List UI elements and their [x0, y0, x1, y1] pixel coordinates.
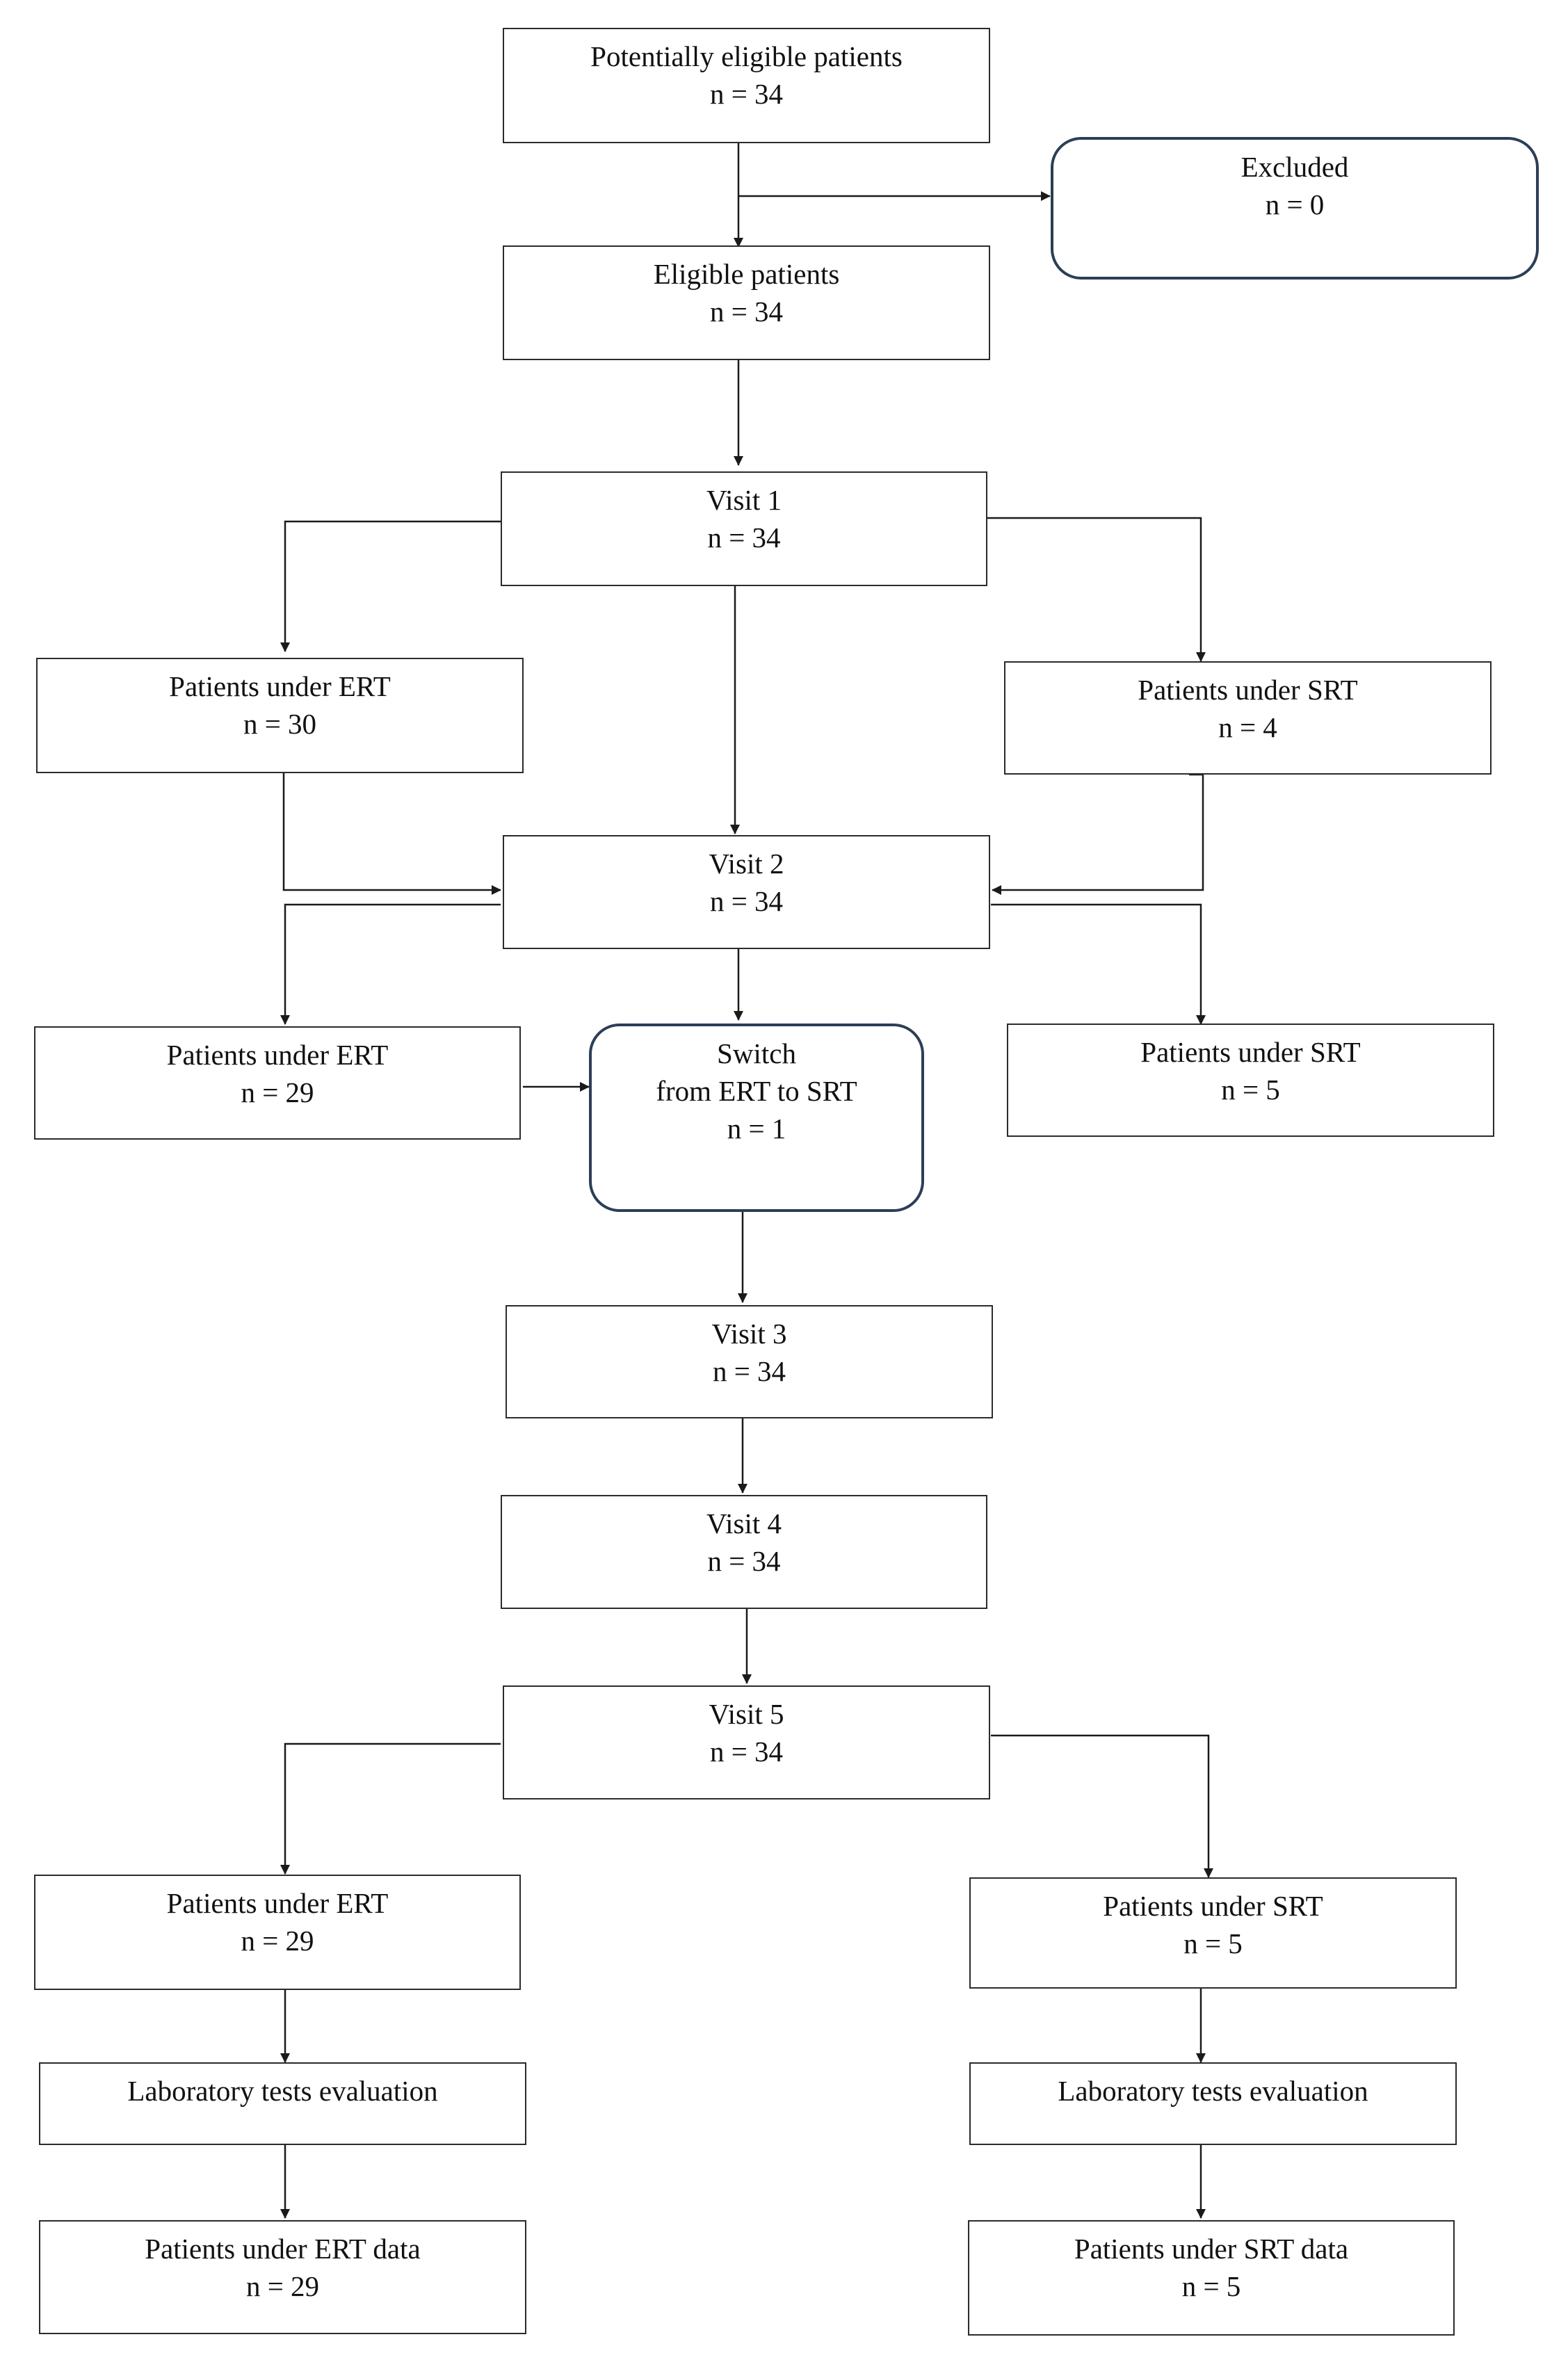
- node-count: n = 34: [707, 521, 781, 553]
- node-count: n = 29: [245, 2270, 320, 2302]
- node-label: Switch: [717, 1037, 796, 1069]
- node-count: n = 0: [1265, 188, 1325, 220]
- node-label: Patients under SRT data: [1074, 2233, 1349, 2265]
- node-label: Visit 1: [706, 484, 782, 516]
- node-label: from ERT to SRT: [656, 1075, 857, 1107]
- arrow-visit5-to-srt: [991, 1734, 1213, 1878]
- node-count: n = 30: [243, 708, 317, 740]
- node-ert-visit-5: Patients under ERT n = 29: [34, 1875, 521, 1990]
- arrow-ert-v1-to-visit2: [282, 773, 501, 895]
- node-label: Patients under SRT: [1103, 1890, 1323, 1922]
- node-visit-5: Visit 5 n = 34: [503, 1685, 990, 1799]
- node-label: Patients under SRT: [1140, 1036, 1361, 1068]
- node-srt-visit-2: Patients under SRT n = 5: [1007, 1024, 1494, 1137]
- node-visit-2: Visit 2 n = 34: [503, 835, 990, 949]
- node-switch-ert-to-srt: Switch from ERT to SRT n = 1: [589, 1024, 924, 1212]
- node-visit-1: Visit 1 n = 34: [501, 471, 987, 586]
- node-potentially-eligible: Potentially eligible patients n = 34: [503, 28, 990, 143]
- node-label: Potentially eligible patients: [590, 40, 903, 72]
- node-label: Patients under ERT data: [145, 2233, 421, 2265]
- node-excluded: Excluded n = 0: [1051, 137, 1539, 280]
- node-count: n = 1: [727, 1113, 786, 1144]
- node-count: n = 5: [1221, 1074, 1280, 1106]
- node-label: Visit 3: [711, 1318, 787, 1350]
- node-count: n = 29: [241, 1076, 314, 1108]
- node-label: Laboratory tests evaluation: [1058, 2075, 1368, 2107]
- node-count: n = 34: [709, 296, 784, 327]
- arrow-visit1-to-ert: [280, 520, 501, 652]
- node-count: n = 5: [1183, 1927, 1243, 1959]
- node-label: Patients under ERT: [169, 670, 391, 702]
- node-count: n = 34: [709, 1736, 784, 1768]
- node-count: n = 29: [241, 1925, 314, 1957]
- arrow-visit2-to-srt: [991, 903, 1206, 1025]
- arrow-visit5-to-ert: [280, 1742, 501, 1875]
- node-ert-visit-2: Patients under ERT n = 29: [34, 1026, 521, 1140]
- node-count: n = 5: [1181, 2270, 1241, 2302]
- node-label: Patients under ERT: [166, 1887, 389, 1919]
- arrow-srt-v1-to-visit2: [992, 773, 1204, 895]
- node-label: Visit 4: [706, 1507, 782, 1539]
- node-count: n = 4: [1218, 711, 1277, 743]
- node-count: n = 34: [707, 1545, 781, 1577]
- node-count: n = 34: [709, 78, 784, 110]
- node-label: Patients under ERT: [166, 1039, 389, 1071]
- node-count: n = 34: [712, 1355, 786, 1387]
- node-srt-visit-1: Patients under SRT n = 4: [1004, 661, 1492, 775]
- node-lab-tests-ert: Laboratory tests evaluation: [39, 2062, 526, 2145]
- arrow-visit2-to-ert: [280, 903, 501, 1025]
- node-visit-3: Visit 3 n = 34: [506, 1305, 993, 1418]
- node-label: Patients under SRT: [1138, 674, 1358, 706]
- node-label: Laboratory tests evaluation: [127, 2075, 438, 2107]
- node-ert-visit-1: Patients under ERT n = 30: [36, 658, 524, 773]
- node-ert-data: Patients under ERT data n = 29: [39, 2220, 526, 2334]
- arrow-visit1-to-srt: [987, 517, 1206, 662]
- node-label: Visit 2: [709, 848, 784, 880]
- node-label: Visit 5: [709, 1698, 784, 1730]
- node-lab-tests-srt: Laboratory tests evaluation: [969, 2062, 1457, 2145]
- node-srt-visit-5: Patients under SRT n = 5: [969, 1877, 1457, 1989]
- node-count: n = 34: [709, 885, 784, 917]
- node-eligible: Eligible patients n = 34: [503, 245, 990, 360]
- node-label: Excluded: [1240, 151, 1349, 183]
- node-visit-4: Visit 4 n = 34: [501, 1495, 987, 1609]
- node-label: Eligible patients: [653, 258, 840, 290]
- node-srt-data: Patients under SRT data n = 5: [968, 2220, 1455, 2336]
